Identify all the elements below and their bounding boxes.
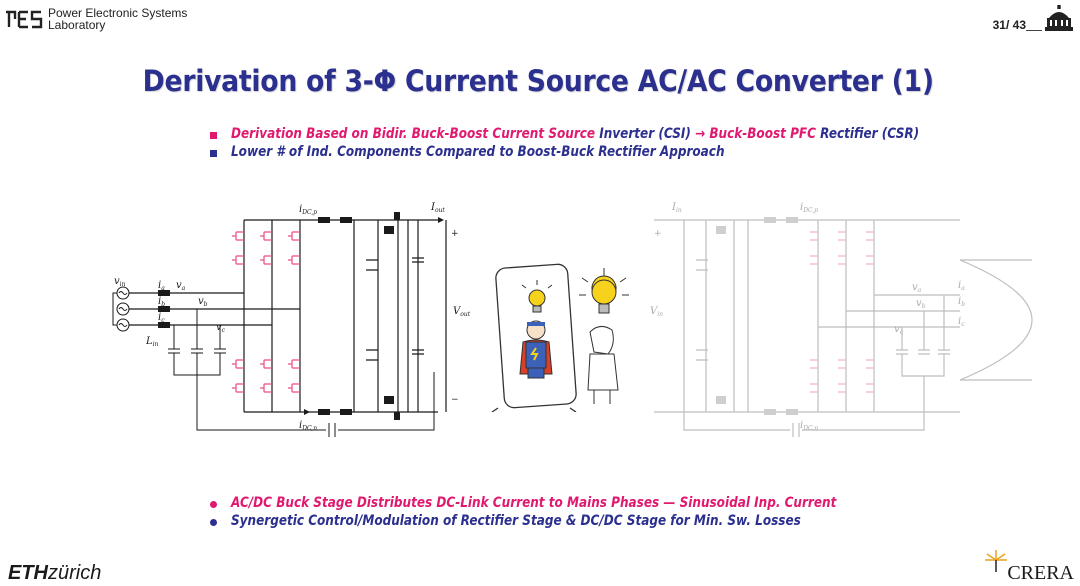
top-bullet-1-part-5: Rectifier (CSR) [820,126,920,142]
slide-title: Derivation of 3-Φ Current Source AC/AC C… [142,64,934,98]
label-r-i-in: Iin [671,202,682,214]
label-r-i-c: ic [958,316,965,328]
lightbulb-icon-large [579,268,629,314]
label-r-v-a: va [912,282,922,294]
label-i-dcn: iDC,n [299,420,317,432]
input-inductors [158,290,170,328]
dcdc-switch-blocks [384,212,400,420]
crera-logo: CRERA [1007,562,1074,584]
label-i-b: ib [158,296,165,308]
eth-logo-rest: zürich [48,562,102,584]
label-i-out: Iout [430,202,445,214]
dcdc-stage [354,219,447,413]
label-plus: + [451,229,459,239]
label-i-a: ia [158,280,165,292]
rectifier-switches [232,231,300,393]
top-bullet-1-part-4: Buck-Boost PFC [709,126,821,142]
label-v-c: vc [216,322,226,334]
lab-name-line2: Laboratory [48,18,106,32]
lab-name: Power Electronic Systems Laboratory [48,7,187,31]
top-bullet-1-arrow: → [695,126,710,142]
label-r-i-dcp: iDC,p [800,202,818,214]
superhero-mirror-illustration [491,263,629,412]
building-icon [1045,5,1073,31]
label-r-i-b: ib [958,296,965,308]
top-bullet-1: Derivation Based on Bidir. Buck-Boost Cu… [231,126,919,142]
lab-name-line1: Power Electronic Systems [48,6,188,20]
label-r-v-b: vb [916,298,926,310]
bullet-square-2 [210,150,217,157]
label-r-v-in: Vin [650,306,663,318]
bullet-dot-2 [210,519,217,526]
label-v-b: vb [198,296,208,308]
crera-logo-mark [985,550,1007,572]
plain-figure [587,326,619,404]
label-v-in: vin [114,276,126,288]
right-circuit-diagram: Iin iDC,p Vin va vb vc ia ib ic iDC,n + [650,202,1033,437]
label-r-i-a: ia [958,280,965,292]
bottom-bullet-2: Synergetic Control/Modulation of Rectifi… [231,513,801,529]
lightbulb-icon [521,280,553,313]
bullet-dot-1 [210,501,217,508]
dc-link-inductors [318,217,352,415]
label-r-plus: + [654,229,662,239]
label-r-v-c: vc [894,324,904,336]
label-v-a: va [176,280,186,292]
ac-sources [112,286,130,332]
bullet-square-1 [210,132,217,139]
bridge-rails [243,219,355,413]
top-bullet-1-part-1: Derivation Based on Bidir. Buck-Boost Cu… [231,126,600,142]
bottom-bullet-1-text: AC/DC Buck Stage Distributes DC-Link Cur… [231,495,837,511]
eth-logo: ETHzürich [8,562,101,585]
bottom-bullet-1: AC/DC Buck Stage Distributes DC-Link Cur… [231,495,836,511]
label-minus: − [451,395,459,405]
superhero-figure [519,320,553,379]
pes-logo [6,10,43,29]
page-number: 31/ 43 [992,18,1026,32]
label-v-out: Vout [453,306,471,318]
filter-capacitors [168,309,435,437]
top-bullet-1-part-2: Inverter (CSI) [599,126,696,142]
top-bullet-2: Lower # of Ind. Components Compared to B… [231,144,725,160]
page-number-underline [1026,30,1042,31]
label-i-dcp: iDC,p [299,204,317,216]
top-bullet-2-text: Lower # of Ind. Components Compared to B… [231,144,725,160]
eth-logo-bold: ETH [8,562,48,584]
left-circuit-diagram: iDC,p Iout vin ia ib ic va vb vc Lin Vou… [112,202,471,437]
output-arrows [304,217,444,415]
label-i-c: ic [158,312,165,324]
input-phase-lines [129,292,300,326]
bottom-bullet-2-text: Synergetic Control/Modulation of Rectifi… [231,513,801,529]
label-r-i-dcn: iDC,n [800,420,818,432]
label-l-in: Lin [145,336,159,348]
